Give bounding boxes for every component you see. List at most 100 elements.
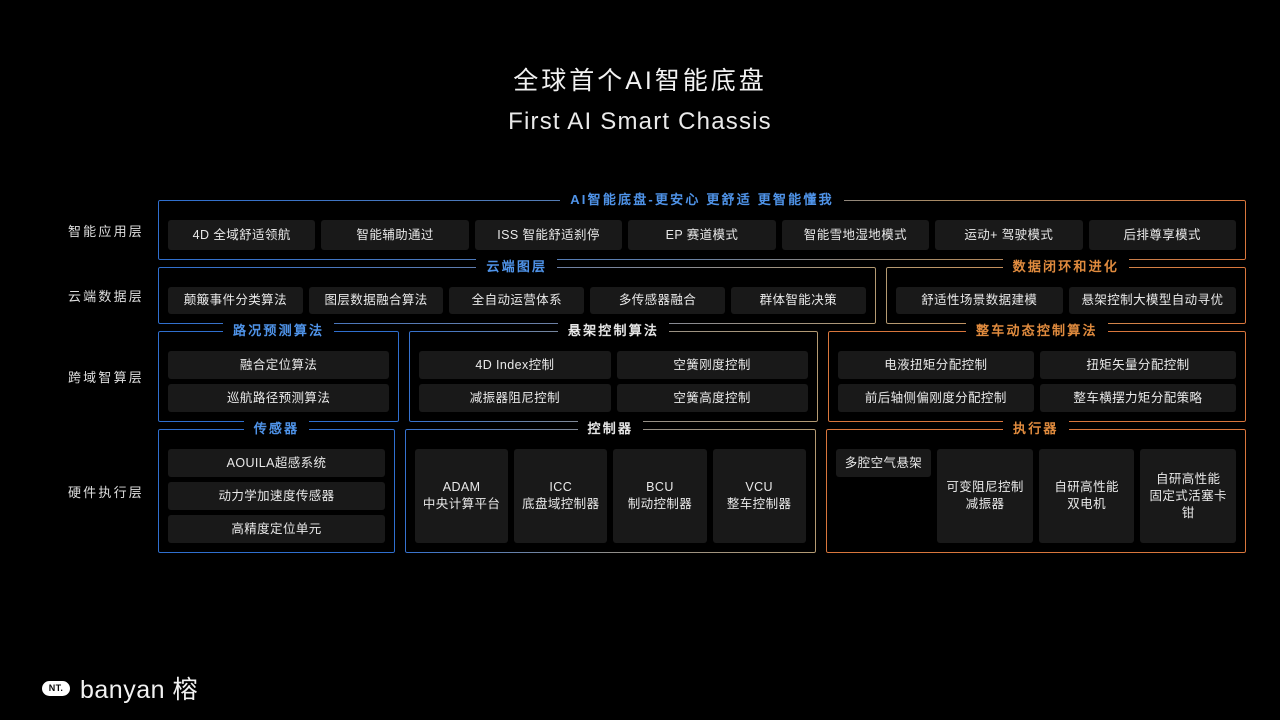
page-title-en: First AI Smart Chassis <box>508 108 772 135</box>
group-数据闭环和进化: 数据闭环和进化舒适性场景数据建模悬架控制大模型自动寻优 <box>885 258 1246 324</box>
page-title-cn: 全球首个AI智能底盘 <box>513 67 767 95</box>
group-title: 执行器 <box>826 420 1246 438</box>
layer-body: 传感器 AOUILA超感系统动力学加速度传感器高精度定位单元 控制器 ADAM 中央计… <box>158 420 1246 553</box>
feature-card[interactable]: 融合定位算法 <box>168 351 390 379</box>
page-title: 全球首个AI智能底盘 First AI Smart Chassis <box>0 64 1280 139</box>
feature-card[interactable]: EP 赛道模式 <box>628 220 776 250</box>
feature-card[interactable]: 后排尊享模式 <box>1088 220 1236 250</box>
group-column: 颠簸事件分类算法 <box>168 287 303 314</box>
group-title-label: AI智能底盘-更安心 更舒适 更智能懂我 <box>560 191 844 209</box>
group-column: 可变阻尼控制 减振器 <box>937 449 1033 543</box>
feature-card[interactable]: 智能辅助通过 <box>321 220 469 250</box>
group-column: ISS 智能舒适刹停 <box>474 220 623 250</box>
group-column: 后排尊享模式 <box>1088 220 1236 250</box>
group-column: EP 赛道模式 <box>628 220 776 250</box>
group-title-label: 传感器 <box>243 420 310 438</box>
feature-card[interactable]: 图层数据融合算法 <box>308 287 444 314</box>
feature-card[interactable]: 4D Index控制 <box>419 351 611 379</box>
feature-card[interactable]: 群体智能决策 <box>730 287 866 314</box>
feature-card[interactable]: 智能雪地湿地模式 <box>781 220 930 250</box>
feature-card[interactable]: 自研高性能 固定式活塞卡钳 <box>1140 449 1236 543</box>
group-column: 融合定位算法巡航路径预测算法 <box>168 351 390 412</box>
feature-card[interactable]: 颠簸事件分类算法 <box>168 287 303 314</box>
layer-label-3: 跨域智算层 <box>67 370 144 385</box>
feature-card[interactable]: BCU 制动控制器 <box>613 449 707 543</box>
group-column: BCU 制动控制器 <box>613 449 707 543</box>
group-content: 电液扭矩分配控制前后轴侧偏刚度分配控制扭矩矢量分配控制整车横摆力矩分配策略 <box>837 351 1236 412</box>
group-content: 多腔空气悬架可变阻尼控制 减振器自研高性能 双电机自研高性能 固定式活塞卡钳 <box>835 449 1236 543</box>
brand-logo: NT. banyan 榕 <box>42 670 198 706</box>
group-column: 自研高性能 固定式活塞卡钳 <box>1140 449 1236 543</box>
group-title-label: 整车动态控制算法 <box>966 322 1108 340</box>
feature-card[interactable]: 电液扭矩分配控制 <box>837 351 1034 379</box>
layer-row: 云端数据层云端图层颠簸事件分类算法图层数据融合算法全自动运营体系多传感器融合群体… <box>36 258 1246 324</box>
group-column: 智能雪地湿地模式 <box>781 220 930 250</box>
group-title-label: 控制器 <box>577 420 644 438</box>
feature-card[interactable]: 整车横摆力矩分配策略 <box>1039 384 1236 412</box>
group-路况预测算法: 路况预测算法融合定位算法巡航路径预测算法 <box>158 322 400 422</box>
group-整车动态控制算法: 整车动态控制算法电液扭矩分配控制前后轴侧偏刚度分配控制扭矩矢量分配控制整车横摆力… <box>827 322 1246 422</box>
feature-card[interactable]: AOUILA超感系统 <box>168 449 386 477</box>
feature-card[interactable]: 悬架控制大模型自动寻优 <box>1068 287 1237 314</box>
group-content: 融合定位算法巡航路径预测算法 <box>168 351 390 412</box>
group-column: 扭矩矢量分配控制整车横摆力矩分配策略 <box>1039 351 1236 412</box>
feature-card[interactable]: 全自动运营体系 <box>449 287 585 314</box>
feature-card[interactable]: 多传感器融合 <box>590 287 725 314</box>
group-content: AOUILA超感系统动力学加速度传感器高精度定位单元 <box>168 449 386 543</box>
feature-card[interactable]: 4D 全域舒适领航 <box>168 220 316 250</box>
feature-card[interactable]: 巡航路径预测算法 <box>168 384 390 412</box>
group-column: 运动+ 驾驶模式 <box>935 220 1083 250</box>
group-云端图层: 云端图层颠簸事件分类算法图层数据融合算法全自动运营体系多传感器融合群体智能决策 <box>158 258 876 324</box>
group-title: 云端图层 <box>158 258 876 276</box>
group-column: 全自动运营体系 <box>449 287 585 314</box>
group-column: ICC 底盘域控制器 <box>514 449 608 543</box>
feature-card[interactable]: ISS 智能舒适刹停 <box>474 220 623 250</box>
feature-card[interactable]: 动力学加速度传感器 <box>168 482 386 510</box>
feature-card[interactable]: 自研高性能 双电机 <box>1038 449 1135 543</box>
group-title-label: 路况预测算法 <box>223 322 335 340</box>
group-column: 4D 全域舒适领航 <box>168 220 316 250</box>
group-column: 多腔空气悬架 <box>835 449 932 543</box>
feature-card[interactable]: ICC 底盘域控制器 <box>514 449 608 543</box>
group-title: 控制器 <box>405 420 816 438</box>
group-执行器: 执行器多腔空气悬架可变阻尼控制 减振器自研高性能 双电机自研高性能 固定式活塞卡… <box>825 420 1246 553</box>
group-column: 自研高性能 双电机 <box>1038 449 1135 543</box>
group-title-label: 数据闭环和进化 <box>1002 258 1130 276</box>
group-column: 4D Index控制减振器阻尼控制 <box>419 351 611 412</box>
feature-card[interactable]: 空簧刚度控制 <box>616 351 808 379</box>
group-title-label: 执行器 <box>1003 420 1069 438</box>
group-column: ADAM 中央计算平台 <box>415 449 509 543</box>
group-column: AOUILA超感系统动力学加速度传感器高精度定位单元 <box>168 449 386 543</box>
feature-card[interactable]: 扭矩矢量分配控制 <box>1039 351 1236 379</box>
feature-card[interactable]: 舒适性场景数据建模 <box>895 287 1063 314</box>
group-column: 图层数据融合算法 <box>308 287 444 314</box>
feature-card[interactable]: 多腔空气悬架 <box>835 449 932 477</box>
group-column: 多传感器融合 <box>590 287 725 314</box>
group-column: VCU 整车控制器 <box>712 449 806 543</box>
feature-card[interactable]: 前后轴侧偏刚度分配控制 <box>837 384 1034 412</box>
group-column: 空簧刚度控制空簧高度控制 <box>616 351 808 412</box>
group-content: 舒适性场景数据建模悬架控制大模型自动寻优 <box>895 287 1237 314</box>
group-column: 舒适性场景数据建模 <box>895 287 1063 314</box>
layer-body: 云端图层颠簸事件分类算法图层数据融合算法全自动运营体系多传感器融合群体智能决策数… <box>158 258 1246 324</box>
feature-card[interactable]: 高精度定位单元 <box>168 515 386 543</box>
feature-card[interactable]: 空簧高度控制 <box>616 384 808 412</box>
group-title-label: 云端图层 <box>476 258 558 276</box>
group-content: 4D Index控制减振器阻尼控制空簧刚度控制空簧高度控制 <box>419 351 808 412</box>
feature-card[interactable]: 可变阻尼控制 减振器 <box>937 449 1033 543</box>
feature-card[interactable]: 减振器阻尼控制 <box>419 384 611 412</box>
group-column: 电液扭矩分配控制前后轴侧偏刚度分配控制 <box>837 351 1034 412</box>
feature-card[interactable]: ADAM 中央计算平台 <box>415 449 509 543</box>
group-column: 群体智能决策 <box>730 287 866 314</box>
nt-badge-icon: NT. <box>42 680 70 696</box>
feature-card[interactable]: VCU 整车控制器 <box>712 449 806 543</box>
feature-card[interactable]: 运动+ 驾驶模式 <box>935 220 1083 250</box>
